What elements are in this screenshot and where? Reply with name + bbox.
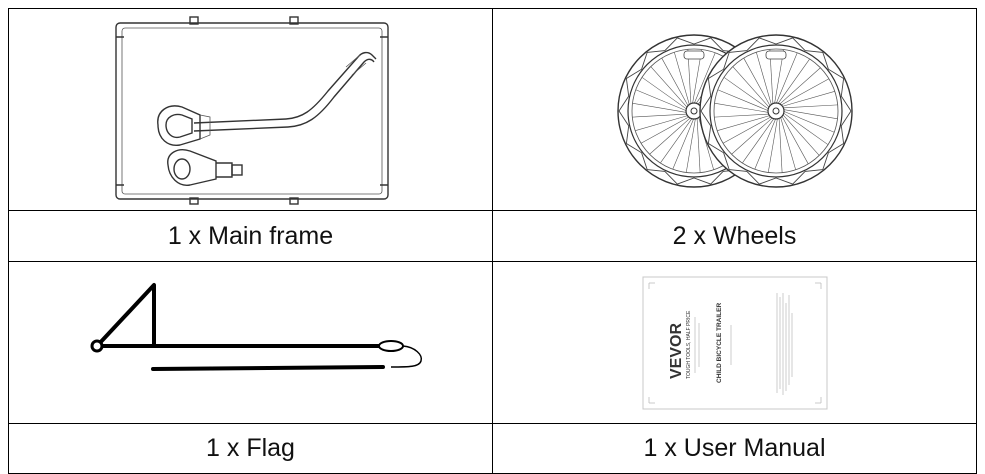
flag-label-cell: 1 x Flag [8, 423, 493, 474]
flag-icon [90, 282, 422, 371]
wheels-image-cell [492, 8, 977, 211]
manual-title: CHILD BICYCLE TRAILER [716, 302, 723, 382]
wheels-label-cell: 2 x Wheels [492, 210, 977, 262]
manual-brand: VEVOR [668, 322, 685, 378]
parts-table: 1 x Main frame 2 x Wheels VEVOR TOUG [8, 8, 977, 474]
wheels-icon [616, 33, 853, 188]
wheels-label: 2 x Wheels [672, 221, 797, 250]
flag-label: 1 x Flag [206, 434, 295, 462]
user-manual-label-cell: 1 x User Manual [492, 423, 977, 474]
main-frame-label: 1 x Main frame [167, 221, 334, 250]
wheel-right [698, 33, 853, 188]
user-manual-image-cell: VEVOR TOUGH TOOLS, HALF PRICE CHILD BICY… [492, 261, 977, 424]
flag-image-cell [8, 261, 493, 424]
main-frame-label-cell: 1 x Main frame [8, 210, 493, 262]
manual-tagline: TOUGH TOOLS, HALF PRICE [686, 309, 692, 378]
main-frame-icon [114, 15, 389, 205]
main-frame-image-cell [8, 8, 493, 211]
user-manual-icon: VEVOR TOUGH TOOLS, HALF PRICE CHILD BICY… [642, 276, 827, 409]
user-manual-label: 1 x User Manual [643, 434, 826, 462]
